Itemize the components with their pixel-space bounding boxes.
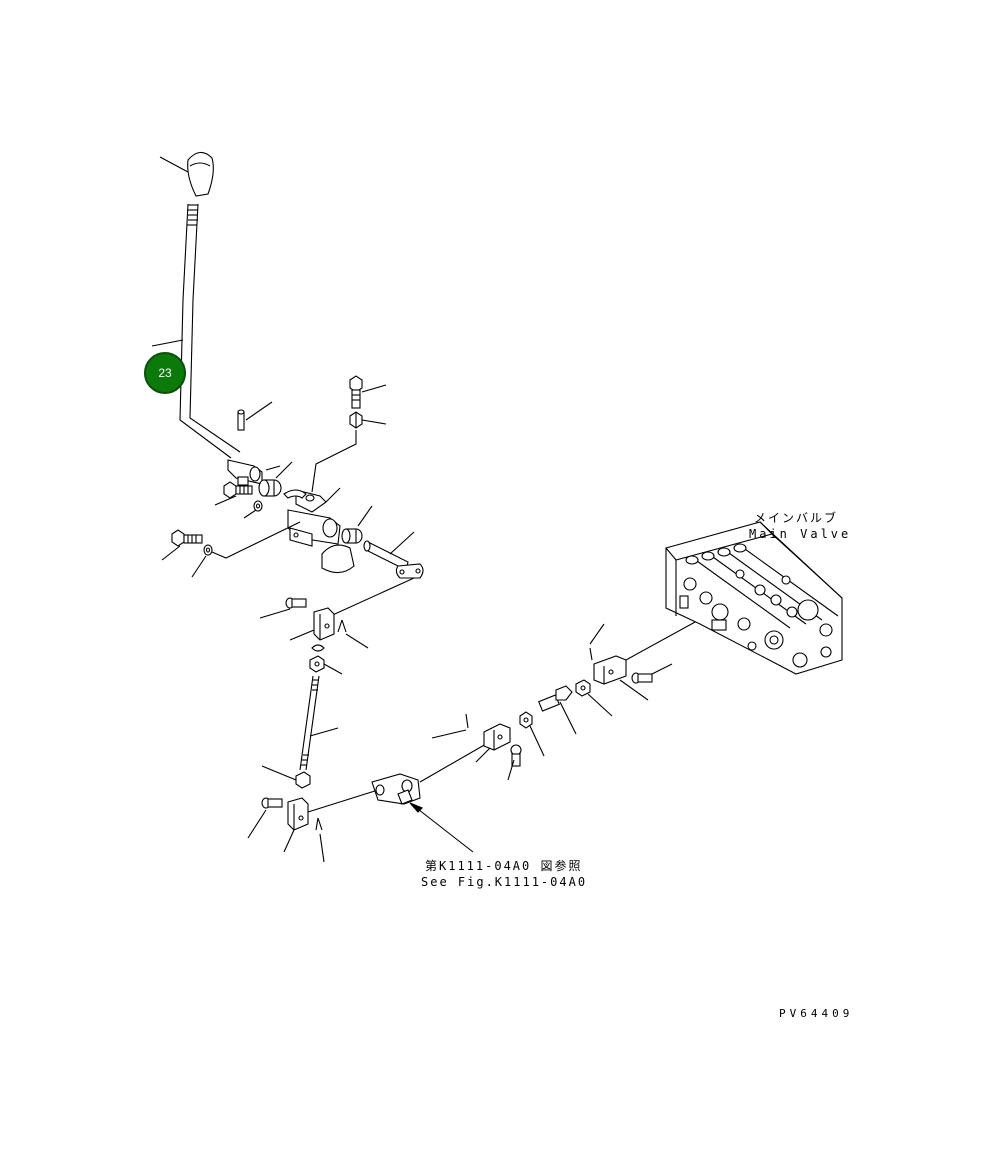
bolt-clevis-middle <box>510 744 522 767</box>
nut-rod-lower <box>295 771 311 789</box>
nut-middle <box>519 711 533 729</box>
washer-left-lower <box>203 544 213 556</box>
cover-plate <box>321 544 355 574</box>
bolt-clevis-upper <box>285 597 307 609</box>
shaft-lever <box>363 540 424 579</box>
washer-left-upper <box>253 500 263 512</box>
clevis-upper <box>313 607 335 641</box>
bolt-top <box>349 375 363 409</box>
main-valve <box>665 521 843 675</box>
bolt-clevis-lower <box>261 797 283 809</box>
nut-top <box>349 411 363 429</box>
nut-rod-upper <box>309 655 325 673</box>
main-valve-label-ja: メインバルブ <box>754 511 839 525</box>
see-figure-label-ja: 第K1111-04A0 図参照 <box>425 859 583 873</box>
clevis-valve <box>593 655 627 685</box>
drawing-code: PV64409 <box>779 1007 854 1020</box>
pin <box>237 409 245 431</box>
part-callout-23[interactable]: 23 <box>144 352 186 394</box>
clevis-lower <box>287 797 309 831</box>
bolt-left-upper <box>223 481 253 499</box>
main-valve-label-en: Main Valve <box>749 527 852 541</box>
lever-bracket <box>287 489 341 547</box>
bushing-upper <box>258 479 282 497</box>
clevis-middle <box>483 723 511 751</box>
nut-screw <box>575 679 591 697</box>
bell-crank <box>371 773 421 805</box>
lever-rod <box>179 203 241 459</box>
see-figure-label-en: See Fig.K1111-04A0 <box>421 875 588 889</box>
lever-socket <box>227 459 263 486</box>
bolt-left-lower <box>171 529 203 547</box>
bolt-valve <box>631 672 653 684</box>
adjusting-screw <box>538 685 573 712</box>
bushing-right <box>341 528 363 544</box>
threaded-rod <box>299 675 320 771</box>
lever-knob <box>187 151 214 197</box>
